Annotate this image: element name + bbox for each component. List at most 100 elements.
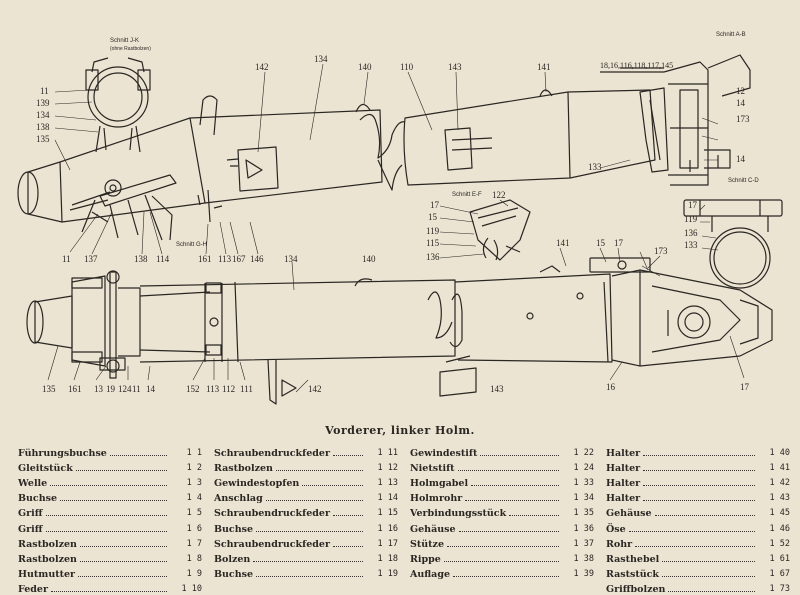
break-line-upper <box>359 113 406 159</box>
dot-leader <box>45 530 167 532</box>
part-number: 1 9 <box>186 568 202 579</box>
callout: 110 <box>400 62 414 72</box>
callout: 141 <box>556 238 570 248</box>
dot-leader <box>75 470 167 472</box>
callout: 161 <box>68 384 82 394</box>
dot-leader <box>332 545 363 547</box>
part-name: Halter <box>606 493 641 505</box>
part-name: Führungsbuchse <box>18 448 107 460</box>
callout: 137 <box>84 254 98 264</box>
part-number: 1 46 <box>769 523 790 534</box>
part-name: Raststück <box>606 568 660 580</box>
drawing-canvas: Schnitt J-K (ohne Rastbolzen) Schnitt A-… <box>17 32 783 405</box>
callout: 113 <box>206 384 220 394</box>
part-name: Gewindestopfen <box>214 478 300 490</box>
part-number: 1 4 <box>186 493 202 504</box>
part-number: 1 36 <box>573 523 594 534</box>
callout: 133 <box>588 162 602 172</box>
part-number: 1 35 <box>573 508 594 519</box>
part-name: Rastbolzen <box>18 553 77 565</box>
callout: 122 <box>492 190 506 200</box>
dot-leader <box>471 485 559 487</box>
part-name: Holmgabel <box>410 478 469 490</box>
callout: 134 <box>36 110 50 120</box>
callout: 152 <box>186 384 200 394</box>
part-number: 1 40 <box>769 448 790 459</box>
part-number: 1 18 <box>377 553 398 564</box>
part-name: Halter <box>606 463 641 475</box>
dot-leader <box>453 575 559 577</box>
part-number: 1 6 <box>186 523 202 534</box>
part-number: 1 10 <box>181 583 202 594</box>
callout: 11 <box>40 86 49 96</box>
callout: 138 <box>36 122 50 132</box>
part-name: Rohr <box>606 538 633 550</box>
callout: 124 <box>118 384 132 394</box>
dot-leader <box>275 470 363 472</box>
dot-leader <box>79 560 167 562</box>
dot-leader <box>643 500 755 502</box>
part-name: Öse <box>606 523 626 535</box>
dot-leader <box>253 560 363 562</box>
callout: 173 <box>654 246 668 256</box>
part-name: Rastbolzen <box>18 538 77 550</box>
callout: 142 <box>308 384 322 394</box>
part-name: Welle <box>18 478 48 490</box>
part-number: 1 14 <box>377 493 398 504</box>
dot-leader <box>643 485 755 487</box>
part-number: 1 34 <box>573 493 594 504</box>
part-number: 1 12 <box>377 463 398 474</box>
part-number: 1 67 <box>769 568 790 579</box>
callout: 140 <box>362 254 376 264</box>
callout: 17 <box>740 382 750 392</box>
dot-leader <box>465 500 559 502</box>
dot-leader <box>256 530 363 532</box>
part-name: Gewindestift <box>410 448 478 460</box>
leader-lines <box>47 63 745 393</box>
part-name: Gehäuse <box>606 508 652 520</box>
part-number: 1 11 <box>377 448 398 459</box>
dot-leader <box>50 590 167 592</box>
dot-leader <box>643 455 755 457</box>
callout: 119 <box>684 214 698 224</box>
callout: 143 <box>448 62 462 72</box>
part-row: Gewindestift 1 22 <box>410 444 602 459</box>
dot-leader <box>662 560 755 562</box>
part-name: Stütze <box>410 538 444 550</box>
part-name: Feder <box>18 583 48 595</box>
technical-drawing: Schnitt J-K (ohne Rastbolzen) Schnitt A-… <box>17 32 783 405</box>
dot-leader <box>643 470 755 472</box>
dot-leader <box>60 500 167 502</box>
callout: 134 <box>284 254 298 264</box>
dot-leader <box>109 455 167 457</box>
part-name: Buchse <box>214 568 254 580</box>
callout: 114 <box>156 254 170 264</box>
dot-leader <box>668 590 755 592</box>
part-number: 1 5 <box>186 508 202 519</box>
lower-tube <box>26 257 773 405</box>
callout: 138 <box>134 254 148 264</box>
callout: 18,16,116,118,117,145 <box>600 61 673 70</box>
part-name: Griff <box>18 523 43 535</box>
callout: 146 <box>250 254 264 264</box>
callout: 14 <box>736 98 746 108</box>
callout: 167 <box>232 254 246 264</box>
dot-leader <box>446 545 559 547</box>
part-row: Feder 1 10 <box>18 580 210 595</box>
hanging-loop-upper <box>377 159 403 191</box>
dot-leader <box>332 455 363 457</box>
part-name: Schraubendruckfeder <box>214 448 330 460</box>
callout: 14 <box>146 384 156 394</box>
part-number: 1 22 <box>573 448 594 459</box>
